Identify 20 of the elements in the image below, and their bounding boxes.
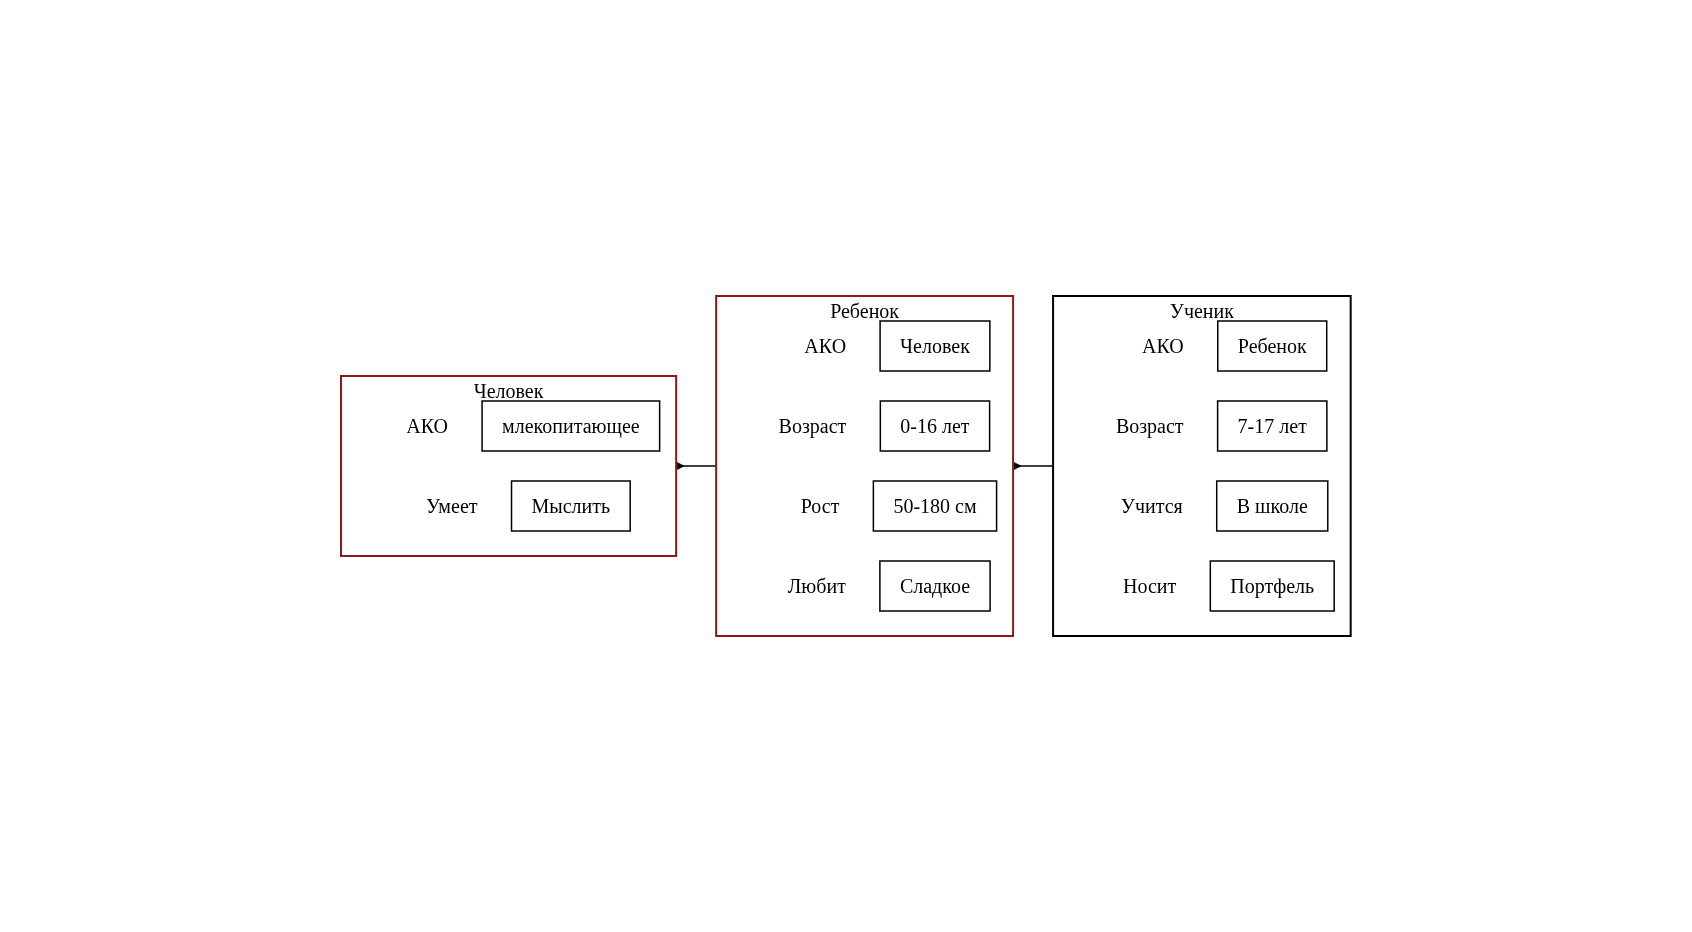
node-box: 50-180 см [872,480,998,532]
node-box: Сладкое [879,560,991,612]
node-label: Возраст [1116,415,1184,437]
node-label: АКО [1142,335,1184,357]
node-box: 7-17 лет [1217,400,1328,452]
node-box: В школе [1216,480,1329,532]
node-label: Рост [800,495,840,517]
node-label: Любит [787,575,847,597]
node-box: Портфель [1209,560,1336,612]
node-label: Учится [1120,495,1183,517]
node-label: АКО [804,335,847,357]
node-box: Мыслить [510,480,632,532]
node-label: АКО [406,415,449,437]
node-box: млекопитающее [481,400,661,452]
node-label: Возраст [778,415,847,437]
node-box: Ребенок [1217,320,1328,372]
node-box: 0-16 лет [879,400,991,452]
node-label: Носит [1123,575,1177,597]
node-box: Человек [879,320,991,372]
node-label: Умеет [426,495,478,517]
